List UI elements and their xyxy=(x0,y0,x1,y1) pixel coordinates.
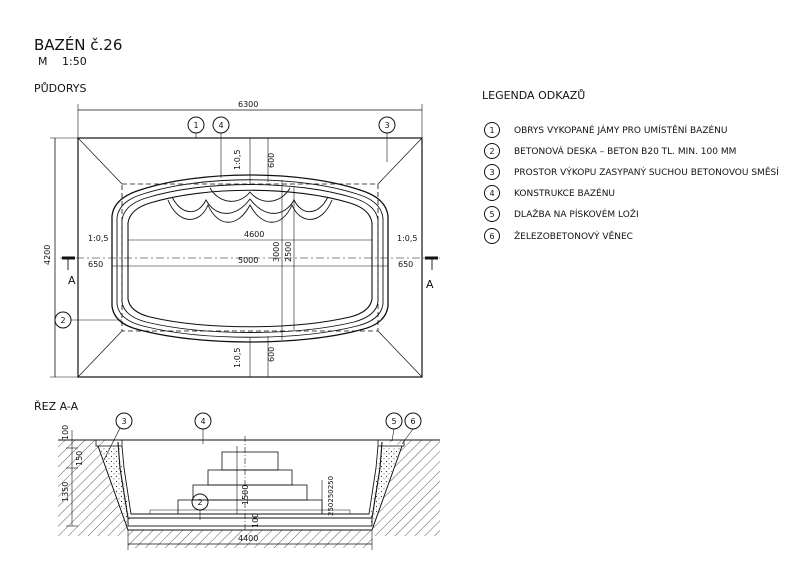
legend-text: PROSTOR VÝKOPU ZASYPANÝ SUCHOU BETONOVOU… xyxy=(514,166,779,178)
plan-view: 6300 4200 4600 5000 2500 xyxy=(43,100,440,378)
plan-callout-3: 3 xyxy=(378,116,396,162)
dim-steps: 250250250 xyxy=(327,476,335,516)
scale-value: 1:50 xyxy=(62,55,87,68)
dim-h-1350: 1350 xyxy=(61,482,70,502)
dim-top-600: 600 xyxy=(267,153,276,168)
legend-item-3: 3 PROSTOR VÝKOPU ZASYPANÝ SUCHOU BETONOV… xyxy=(484,164,779,180)
concrete-slab xyxy=(127,517,373,527)
scale-label: M xyxy=(38,55,48,68)
dim-depth-2500: 2500 xyxy=(284,242,293,262)
legend-text: BETONOVÁ DESKA – BETON B20 TL. MIN. 100 … xyxy=(514,145,736,157)
callout-number: 1 xyxy=(194,121,199,130)
callout-number: 3 xyxy=(385,121,390,130)
plan-callout-2: 2 xyxy=(54,311,122,329)
dim-total-height: 4200 xyxy=(43,245,52,265)
slope-top: 1:0,5 xyxy=(233,149,242,170)
pool-body-section xyxy=(117,441,383,519)
legend-number: 5 xyxy=(490,210,495,219)
legend-heading: LEGENDA ODKAZŮ xyxy=(482,89,585,102)
plan-callout-4: 4 xyxy=(212,116,230,178)
dim-total-width: 6300 xyxy=(238,100,258,109)
drawing-title: BAZÉN č.26 xyxy=(34,35,122,54)
slope-right: 1:0,5 xyxy=(397,234,418,243)
legend-item-1: 1 OBRYS VYKOPANÉ JÁMY PRO UMÍSTĚNÍ BAZÉN… xyxy=(484,122,728,138)
plan-heading: PŮDORYS xyxy=(34,82,86,95)
section-stairs xyxy=(149,451,351,515)
section-marker-left: A xyxy=(68,274,76,287)
legend-item-6: 6 ŽELEZOBETONOVÝ VĚNEC xyxy=(484,228,633,244)
section-callout-6: 6 xyxy=(401,412,422,445)
section-marker-right: A xyxy=(426,278,434,291)
slope-left: 1:0,5 xyxy=(88,234,109,243)
callout-number: 5 xyxy=(392,417,397,426)
callout-number: 2 xyxy=(61,316,66,325)
legend-item-2: 2 BETONOVÁ DESKA – BETON B20 TL. MIN. 10… xyxy=(484,143,736,159)
legend-item-5: 5 DLAŽBA NA PÍSKOVÉM LOŽI xyxy=(484,206,639,222)
section-view: 4400 100 150 1350 1500 100 250250250 3 4… xyxy=(58,412,440,550)
legend-number: 4 xyxy=(490,189,495,198)
dim-inner-5000: 5000 xyxy=(238,256,258,265)
legend-number: 3 xyxy=(490,168,495,177)
plan-callout-1: 1 xyxy=(187,116,205,138)
section-callout-3: 3 xyxy=(103,412,133,461)
legend-text: OBRYS VYKOPANÉ JÁMY PRO UMÍSTĚNÍ BAZÉNU xyxy=(514,124,728,136)
dim-left-650: 650 xyxy=(88,260,103,269)
dim-depth-3000: 3000 xyxy=(272,242,281,262)
legend-item-4: 4 KONSTRUKCE BAZÉNU xyxy=(484,185,615,201)
legend-number: 1 xyxy=(490,126,495,135)
legend: LEGENDA ODKAZŮ 1 OBRYS VYKOPANÉ JÁMY PRO… xyxy=(482,89,779,244)
callout-number: 2 xyxy=(198,498,203,507)
pool-stairs xyxy=(167,187,333,223)
section-callout-2: 2 xyxy=(191,493,209,520)
pool-outline-inner xyxy=(127,189,373,328)
legend-number: 6 xyxy=(490,232,495,241)
dim-h-1500: 1500 xyxy=(241,485,250,505)
section-heading: ŘEZ A-A xyxy=(34,400,79,413)
dim-width-4400: 4400 xyxy=(238,534,258,543)
pool-outline-outer xyxy=(111,174,389,343)
callout-number: 4 xyxy=(219,121,224,130)
legend-text: KONSTRUKCE BAZÉNU xyxy=(514,187,615,199)
dim-inner-4600: 4600 xyxy=(244,230,264,239)
dim-h-150: 150 xyxy=(75,451,84,466)
legend-number: 2 xyxy=(490,147,495,156)
section-callout-4: 4 xyxy=(194,412,212,444)
dim-h-100-top: 100 xyxy=(61,425,70,440)
slope-bottom: 1:0,5 xyxy=(233,347,242,368)
section-callout-5: 5 xyxy=(385,412,403,442)
callout-number: 6 xyxy=(411,417,416,426)
callout-number: 4 xyxy=(201,417,206,426)
legend-text: DLAŽBA NA PÍSKOVÉM LOŽI xyxy=(514,208,639,220)
callout-number: 3 xyxy=(122,417,127,426)
backfill xyxy=(100,448,130,526)
dim-right-650: 650 xyxy=(398,260,413,269)
legend-text: ŽELEZOBETONOVÝ VĚNEC xyxy=(514,230,633,242)
dim-h-100-bottom: 100 xyxy=(251,513,260,528)
dim-bottom-600: 600 xyxy=(267,347,276,362)
